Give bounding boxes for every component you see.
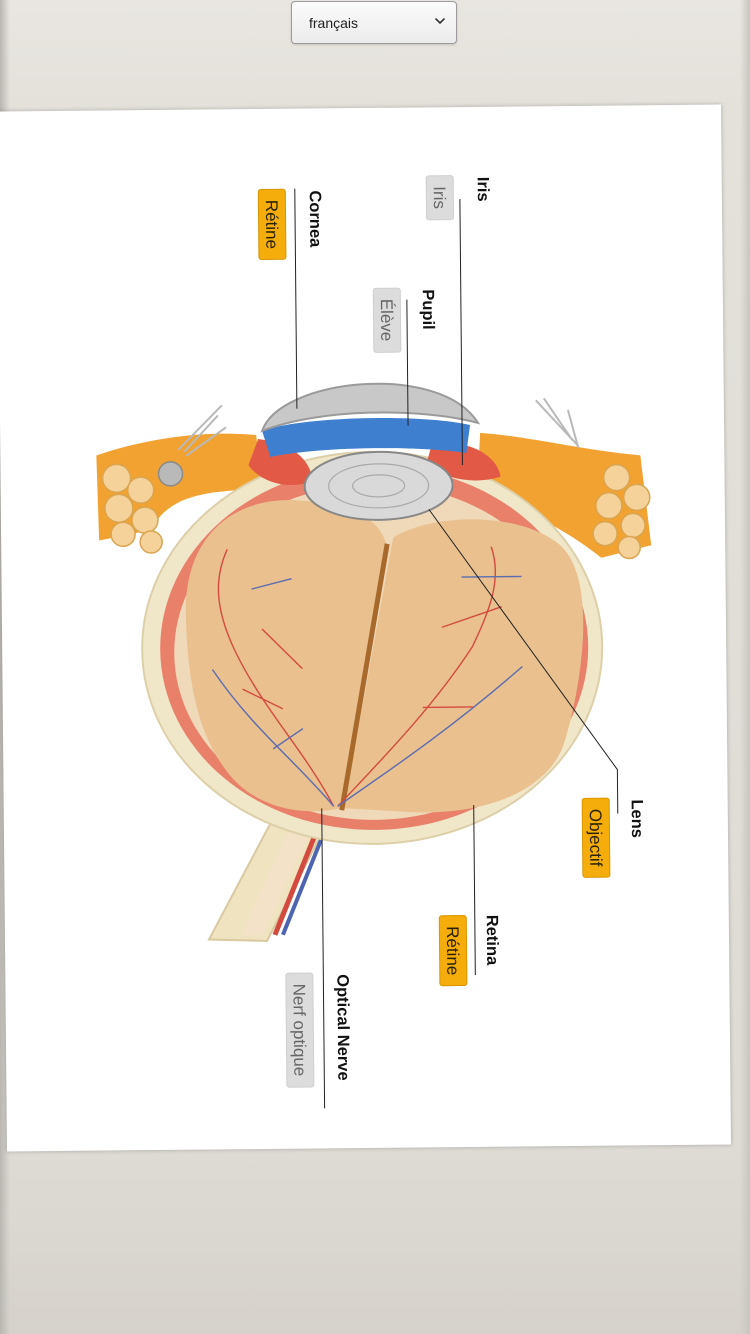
ciliary-left xyxy=(248,439,313,486)
vitreous-divide xyxy=(339,543,390,811)
lens-shape xyxy=(303,450,454,521)
answer-chip-lens[interactable]: Objectif xyxy=(581,797,611,878)
answer-chip-retina[interactable]: Rétine xyxy=(438,915,468,987)
leader-lines xyxy=(294,188,619,1109)
label-iris: Iris xyxy=(473,176,492,202)
label-pupil: Pupil xyxy=(418,289,438,330)
label-optical-nerve: Optical Nerve xyxy=(333,974,353,1081)
answer-chip-cornea[interactable]: Rétine xyxy=(257,188,287,261)
diagram-card: Iris Cornea Pupil Lens Retina Optical Ne… xyxy=(0,104,731,1152)
nerve-fibers-left xyxy=(177,404,227,457)
answer-chip-pupil[interactable]: Élève xyxy=(372,287,402,353)
chevron-down-icon xyxy=(435,18,445,25)
iris-shape xyxy=(262,417,471,457)
answer-chip-iris[interactable]: Iris xyxy=(425,175,455,221)
language-select-value: français xyxy=(309,15,359,31)
fat-left xyxy=(101,463,163,554)
eye-diagram xyxy=(96,188,652,1109)
label-lens: Lens xyxy=(627,799,647,838)
vitreous-left xyxy=(185,500,388,812)
right-shadow xyxy=(740,0,750,1334)
blood-vessels xyxy=(211,546,523,807)
cornea-shape xyxy=(260,382,481,433)
tendon-ball xyxy=(157,461,184,487)
fat-right xyxy=(592,463,651,560)
vitreous-right xyxy=(343,519,584,813)
language-select[interactable]: français xyxy=(291,1,457,44)
answer-chip-optical-nerve[interactable]: Nerf optique xyxy=(285,972,315,1088)
label-retina: Retina xyxy=(482,914,502,966)
label-cornea: Cornea xyxy=(305,190,325,248)
nerve-fibers-right xyxy=(535,397,580,449)
